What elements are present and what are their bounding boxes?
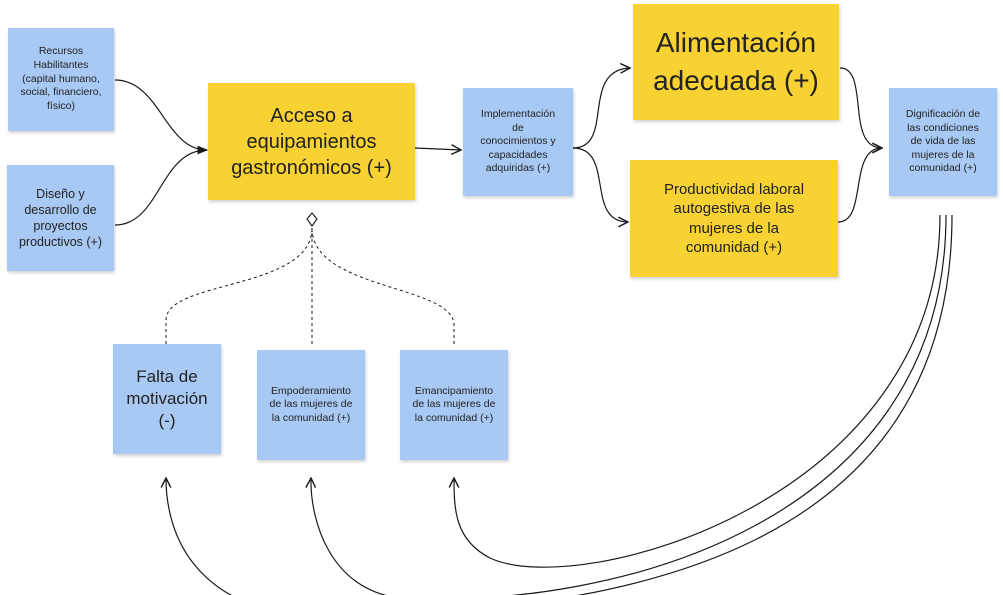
node-emancipamiento: Emancipamiento de las mujeres de la comu…: [400, 350, 508, 460]
edge-implementacion-productividad: [572, 147, 628, 222]
node-alimentacion-adecuada: Alimentación adecuada (+): [633, 4, 839, 120]
feedback-dignificacion-emancipamiento: [454, 214, 941, 568]
node-acceso-equipamientos: Acceso a equipamientos gastronómicos (+): [208, 83, 415, 200]
node-diseno-proyectos: Diseño y desarrollo de proyectos product…: [7, 165, 114, 271]
node-empoderamiento: Empoderamiento de las mujeres de la comu…: [257, 350, 365, 460]
diamond-marker: [306, 212, 318, 227]
feedback-dignificacion-empoderamiento: [311, 214, 947, 595]
dashed-emancipamiento-diamond: [311, 227, 455, 344]
feedback-dignificacion-falta: [166, 214, 953, 595]
edge-alimentacion-dignificacion: [839, 67, 882, 148]
edge-recursos-acceso: [114, 79, 209, 155]
node-recursos-habilitantes: Recursos Habilitantes (capital humano, s…: [8, 28, 114, 131]
node-dignificacion: Dignificación de las condiciones de vida…: [889, 88, 997, 196]
dashed-falta-diamond: [165, 227, 313, 344]
node-falta-motivacion: Falta de motivación (-): [113, 344, 221, 454]
edge-implementacion-alimentacion: [572, 68, 630, 149]
edge-diseno-acceso: [114, 145, 209, 226]
edge-acceso-implementacion: [414, 148, 461, 150]
edge-productividad-dignificacion: [837, 148, 882, 223]
node-productividad-laboral: Productividad laboral autogestiva de las…: [630, 160, 838, 277]
node-implementacion: Implementación de conocimientos y capaci…: [463, 88, 573, 196]
